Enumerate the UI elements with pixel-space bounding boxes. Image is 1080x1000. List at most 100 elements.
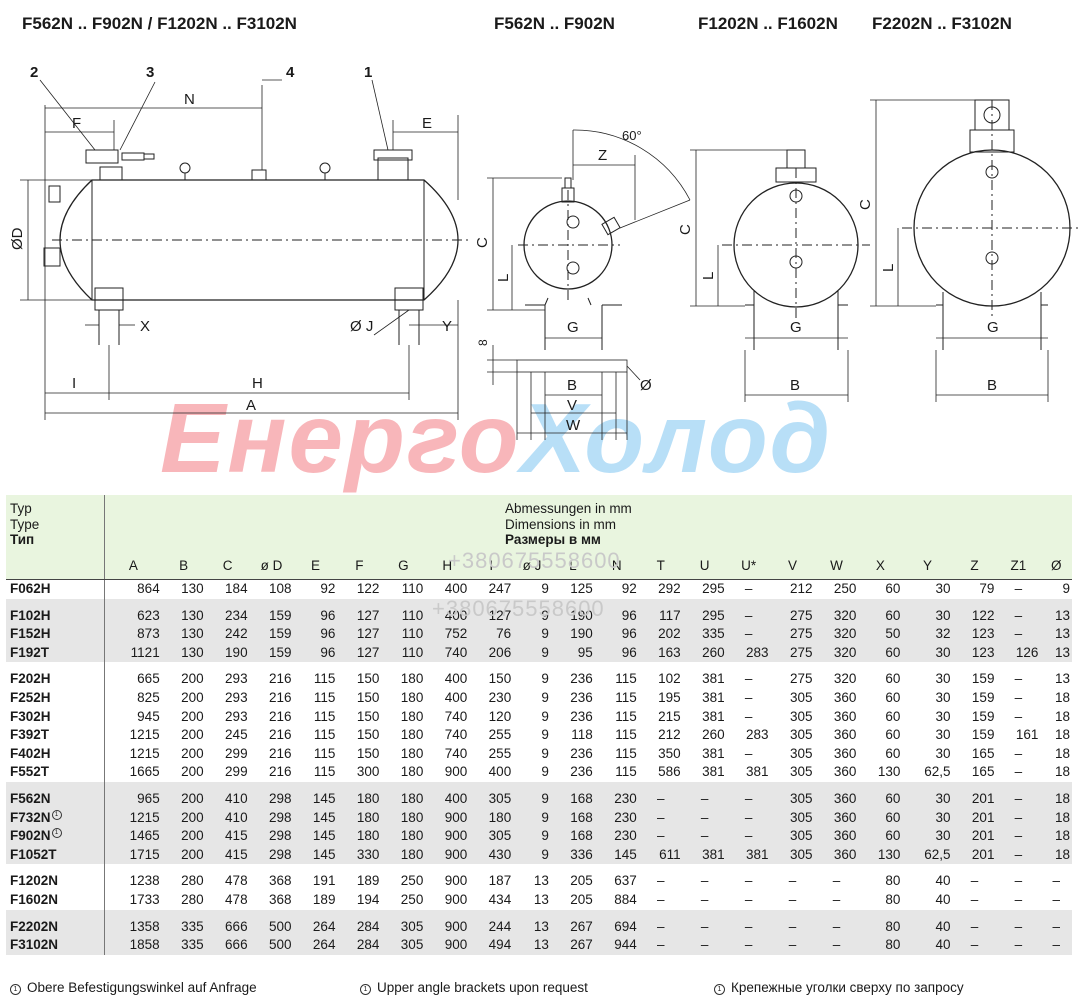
table-cell: –: [770, 936, 815, 955]
table-cell: 298: [249, 827, 294, 846]
table-cell: 335: [161, 917, 206, 937]
footnote-symbol-icon: 1: [10, 984, 21, 995]
table-cell: 200: [181, 689, 204, 705]
table-cell: –: [638, 789, 683, 809]
watermark-phone-2: +380675558600: [432, 596, 605, 621]
table-cell: 150: [356, 708, 380, 724]
table-cell: 1665: [129, 764, 160, 780]
column-header: ø J: [513, 557, 551, 580]
table-cell: 381: [682, 845, 727, 865]
footnote-symbol-icon: 1: [360, 984, 371, 995]
table-cell: –: [700, 891, 709, 907]
table-cell: –: [682, 789, 727, 809]
dim-label-c-mid: C: [677, 224, 694, 235]
table-cell: –: [744, 708, 753, 724]
table-cell: 201: [952, 808, 997, 828]
model-name: F252H: [6, 688, 105, 708]
table-cell: 30: [935, 581, 951, 596]
receiver-front-small: [518, 177, 622, 350]
front-small-dimensions: [487, 129, 691, 440]
dim-label-b-small: B: [567, 377, 577, 394]
table-cell: –: [832, 891, 841, 907]
table-cell: 96: [594, 606, 639, 626]
dim-label-j: Ø J: [350, 318, 373, 335]
table-cell: 264: [293, 917, 338, 937]
table-cell: 350: [658, 745, 681, 761]
table-cell: –: [1014, 671, 1023, 687]
table-cell: 330: [337, 845, 382, 865]
table-cell: 127: [337, 625, 382, 644]
table-cell: 62,5: [924, 764, 951, 780]
table-cell: 275: [770, 643, 815, 663]
table-cell: –: [744, 581, 753, 596]
table-cell: 159: [249, 625, 294, 644]
table-cell: 127: [337, 606, 382, 626]
table-cell: 200: [161, 789, 206, 809]
footnote-marker-icon: 1: [51, 809, 62, 820]
table-cell: –: [788, 891, 797, 907]
model-name-text: F552T: [10, 764, 50, 780]
model-name: F1052T: [6, 845, 105, 865]
table-cell: 415: [205, 845, 250, 865]
model-name-text: F192T: [10, 644, 50, 660]
group-spacer: [6, 781, 105, 790]
table-cell: 965: [104, 789, 162, 809]
table-cell: 430: [469, 845, 514, 865]
table-cell: 305: [770, 789, 815, 809]
table-cell: 275: [770, 606, 815, 626]
table-cell: 145: [293, 827, 338, 846]
table-cell: 200: [181, 764, 204, 780]
receiver-front-medium: [722, 149, 870, 350]
table-cell: 586: [658, 764, 681, 780]
table-cell: 298: [249, 845, 294, 865]
table-cell: 180: [381, 845, 426, 865]
table-cell: 236: [570, 708, 593, 724]
model-name-text: F3102N: [10, 937, 59, 953]
table-cell: 60: [885, 689, 901, 705]
table-cell: –: [996, 827, 1041, 846]
dim-label-d: ØD: [9, 227, 26, 250]
table-cell: 230: [488, 689, 512, 705]
table-cell: 410: [205, 808, 250, 828]
table-cell: 206: [469, 643, 514, 663]
table-cell: 190: [550, 606, 595, 626]
table-cell: 60: [858, 643, 903, 663]
table-cell: –: [744, 689, 753, 705]
table-cell: 260: [702, 727, 725, 743]
table-cell: 247: [488, 581, 512, 596]
model-name: F562N: [6, 789, 105, 809]
table-cell: 900: [425, 827, 470, 846]
table-cell: 637: [614, 873, 637, 889]
table-cell: 18: [1054, 708, 1070, 724]
table-cell: 360: [833, 708, 857, 724]
table-cell: 250: [400, 891, 424, 907]
table-cell: 305: [770, 808, 815, 828]
table-cell: –: [726, 789, 771, 809]
table-cell: 360: [833, 689, 857, 705]
table-cell: 130: [858, 845, 903, 865]
table-cell: 40: [902, 936, 953, 955]
table-cell: 900: [425, 917, 470, 937]
table-cell: 360: [814, 808, 859, 828]
group-spacer: [104, 781, 1072, 790]
table-cell: 694: [594, 917, 639, 937]
table-cell: 216: [268, 745, 292, 761]
table-cell: 9: [513, 789, 551, 809]
model-name-text: F302H: [10, 708, 51, 724]
table-cell: 18: [1054, 689, 1070, 705]
table-cell: 180: [400, 764, 424, 780]
table-cell: 1215: [104, 808, 162, 828]
table-cell: 115: [615, 671, 637, 687]
table-cell: 381: [702, 671, 725, 687]
table-cell: 150: [356, 671, 380, 687]
model-name-text: F102H: [10, 607, 51, 623]
table-cell: –: [970, 891, 979, 907]
table-cell: 130: [161, 643, 206, 663]
table-cell: 150: [488, 671, 512, 687]
